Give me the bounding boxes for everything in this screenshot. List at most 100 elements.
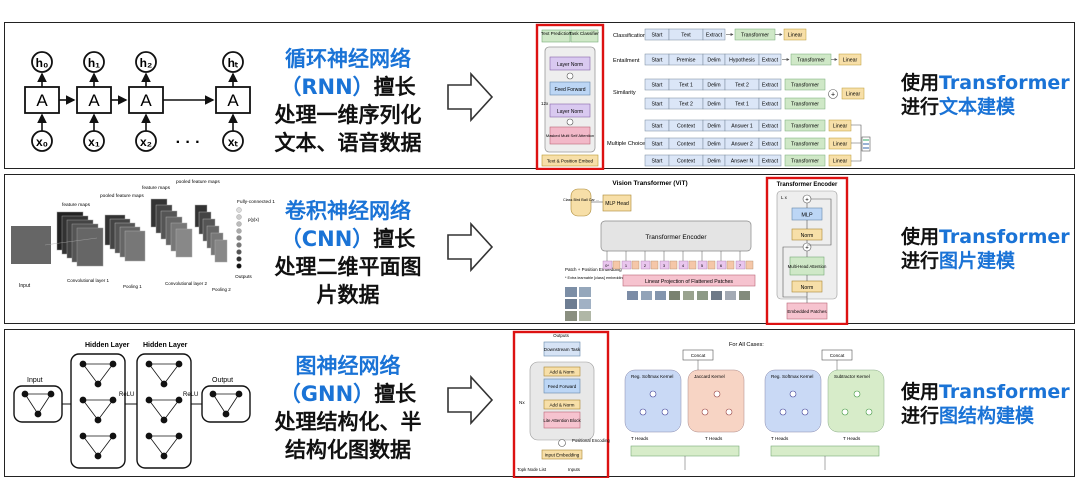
cnn-pool2-label: Pooling 2 xyxy=(212,287,231,292)
rnn-right-text: 使用Transformer 进行文本建模 xyxy=(901,71,1070,119)
rnn-right-prefix: 使用 xyxy=(901,72,940,94)
cnn-description: 卷积神经网络 （CNN）擅长 处理二维平面图 片数据 xyxy=(263,197,433,309)
mc-seq-n: Start Context Delim Answer N Extract Tra… xyxy=(644,154,852,167)
gpt-masked-attn: Masked Multi Self Attention xyxy=(546,133,594,138)
plus-glyph: + xyxy=(805,198,809,204)
rnn-h-label: hₜ xyxy=(228,56,239,70)
cnn-abbr: （CNN） xyxy=(280,227,374,251)
tok: Text 1 xyxy=(735,102,749,108)
tok: Extract xyxy=(762,159,779,165)
task-multiple-choice: Multiple Choice xyxy=(607,141,645,147)
tok: Start xyxy=(652,83,664,89)
transformer-block: Transformer xyxy=(741,33,769,39)
vit-token-label: 0* xyxy=(605,263,609,268)
tok: Delim xyxy=(707,83,720,89)
arrow-right-icon xyxy=(447,221,494,273)
gph-concat: Concat xyxy=(691,353,706,358)
tok: Extract xyxy=(762,58,779,64)
rnn-diagram: h₀ A x₀ h₁ A x₁ h₂ xyxy=(24,51,251,152)
gph-heads-2: T Heads xyxy=(705,436,723,441)
linear-block: Linear xyxy=(846,92,861,98)
tok: Start xyxy=(652,58,664,64)
rnn-cell-1: h₁ A x₁ xyxy=(76,51,112,152)
cnn-right-prefix2: 进行 xyxy=(901,250,940,272)
rnn-cell-t: hₜ A xₜ xyxy=(215,51,251,152)
gnn-line3: 结构化图数据 xyxy=(285,438,411,462)
cnn-conv2-label: Convolutional layer 2 xyxy=(165,281,208,286)
gph-heads-3: T Heads xyxy=(771,436,789,441)
rnn-x-label: x₂ xyxy=(140,135,152,149)
gpt-nx: 12x xyxy=(541,101,549,106)
tok: Extract xyxy=(762,124,779,130)
rnn-right-model: Transformer xyxy=(939,72,1070,94)
cnn-fc-nodes xyxy=(236,207,242,269)
gph-ff: Feed Forward xyxy=(548,384,577,389)
vit-lx: L x xyxy=(781,195,788,200)
vit-token-label: 3 xyxy=(663,263,666,268)
transformer-block: Transformer xyxy=(791,142,819,148)
tok: Context xyxy=(677,124,695,130)
cnn-input-label: Input xyxy=(19,283,31,289)
cnn-right-hl: 图片建模 xyxy=(939,250,1016,272)
tok: Start xyxy=(652,159,664,165)
gnn-right-prefix2: 进行 xyxy=(901,405,940,427)
vit-norm-2: Norm xyxy=(801,285,814,291)
gph-concat-2: Concat xyxy=(830,353,845,358)
tok: Answer N xyxy=(731,159,754,165)
linear-block: Linear xyxy=(833,159,848,165)
plus-icon xyxy=(828,89,838,99)
cnn-verb: 擅长 xyxy=(373,227,416,251)
vit-token-label: 4 xyxy=(682,263,685,268)
tok: Delim xyxy=(707,58,720,64)
tok: Text 2 xyxy=(679,102,693,108)
vit-token-label: 1 xyxy=(625,263,628,268)
cnn-pfm2-label: pooled feature maps xyxy=(176,179,220,185)
cnn-fm-label: feature maps xyxy=(62,202,91,208)
graphormer-kernels: For All Cases: Concat Concat Reg. Softma… xyxy=(624,342,885,470)
vit-mha: Multi-Head Attention xyxy=(788,264,827,269)
vit-lin-proj: Linear Projection of Flattened Patches xyxy=(645,279,733,285)
transformer-block: Transformer xyxy=(791,102,819,108)
vit-diagram: Vision Transformer (ViT) Class Bird Ball… xyxy=(563,180,756,321)
gph-topk: Topk Node List xyxy=(517,467,547,472)
vit-token-label: 2 xyxy=(644,263,647,268)
gnn-relu-label: ReLU xyxy=(119,392,134,398)
arrow-right-icon xyxy=(447,374,494,426)
rnn-x-label: x₁ xyxy=(88,135,100,149)
vit-token-label: 7 xyxy=(739,263,742,268)
cnn-right-text: 使用Transformer 进行图片建模 xyxy=(901,225,1070,273)
cnn-pool2 xyxy=(194,204,228,263)
cnn-title: 卷积神经网络 xyxy=(285,199,411,223)
transformer-block: Transformer xyxy=(791,124,819,130)
cnn-right-prefix: 使用 xyxy=(901,226,940,248)
rnn-title: 循环神经网络 xyxy=(285,47,411,71)
positional-encoding-icon xyxy=(558,439,566,447)
row-gnn: Input Hidden Layer ReLU xyxy=(4,329,1075,478)
gnn-line2: 处理结构化、半 xyxy=(274,410,422,434)
tok: Context xyxy=(677,159,695,165)
gnn-abbr: （GNN） xyxy=(279,382,375,406)
cnn-conv1-label: Convolutional layer 1 xyxy=(67,278,110,283)
mc-seq-2: Start Context Delim Answer 2 Extract Tra… xyxy=(644,137,852,150)
tok: Start xyxy=(652,102,664,108)
tok: Start xyxy=(652,142,664,148)
task-entailment: Entailment xyxy=(613,58,640,64)
gph-attn: Lite Attention Block xyxy=(543,418,581,423)
rnn-x-label: x₀ xyxy=(36,135,48,149)
gph-inputs: Inputs xyxy=(568,467,581,472)
sim-seq-2: Start Text 2 Delim Text 1 Extract xyxy=(644,97,782,110)
vit-class: Class Bird Ball Car ... xyxy=(563,198,599,202)
row-rnn-canvas: h₀ A x₀ h₁ A x₁ h₂ xyxy=(24,23,871,170)
gph-pos: Positional Encoding xyxy=(572,438,610,443)
tok: Start xyxy=(652,124,664,130)
ent-seq: Start Premise Delim Hypothesis Extract xyxy=(644,53,782,66)
rnn-x-label: xₜ xyxy=(228,135,239,149)
gpt-text-pos-embed: Text & Position Embed xyxy=(547,159,594,164)
gpt-layer-norm: Layer Norm xyxy=(557,62,583,68)
vit-mlp-head: MLP Head xyxy=(605,201,629,207)
transformer-block: Transformer xyxy=(797,58,825,64)
rnn-cell-label: A xyxy=(140,91,152,110)
gnn-hidden2 xyxy=(136,353,192,469)
cnn-py-label: p(y|x) xyxy=(248,217,260,222)
gnn-diagram: Input Hidden Layer ReLU xyxy=(13,342,251,469)
